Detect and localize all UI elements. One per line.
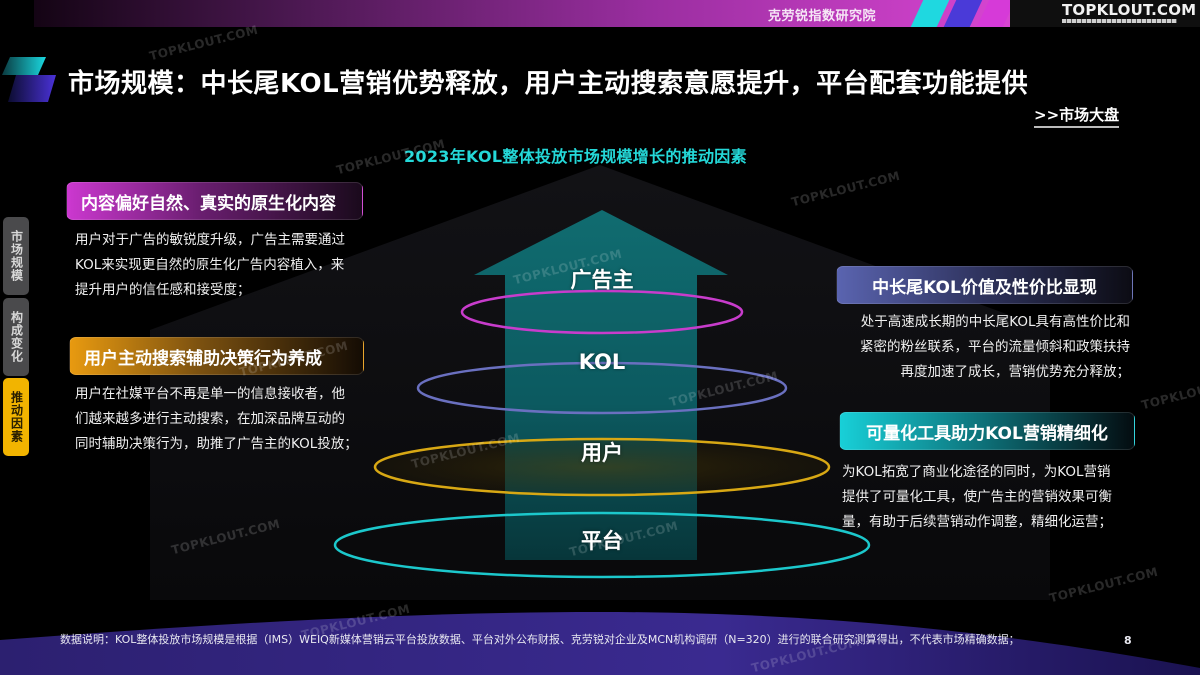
watermark: TOPKLOUT.COM bbox=[169, 516, 282, 558]
watermark: TOPKLOUT.COM bbox=[789, 168, 902, 210]
factor-body-quantifiable-tools: 为KOL拓宽了商业化途径的同时，为KOL营销 提供了可量化工具，使广告主的营销效… bbox=[842, 460, 1112, 535]
logo-subtitle-bar bbox=[1062, 19, 1177, 23]
watermark: TOPKLOUT.COM bbox=[1139, 371, 1200, 413]
side-tab-market-size[interactable]: 市场规模 bbox=[3, 217, 29, 295]
factor-line: 为KOL拓宽了商业化途径的同时，为KOL营销 bbox=[842, 464, 1111, 480]
factor-line: 提升用户的信任感和接受度； bbox=[75, 282, 251, 298]
market-overview-link[interactable]: >>市场大盘 bbox=[1034, 104, 1120, 128]
page-title: 市场规模：中长尾KOL营销优势释放，用户主动搜索意愿提升，平台配套功能提供 bbox=[68, 69, 1029, 99]
factor-line: 量，有助于后续营销动作调整，精细化运营； bbox=[842, 514, 1112, 530]
factor-line: 紧密的粉丝联系，平台的流量倾斜和政策扶持 bbox=[860, 339, 1130, 355]
factor-body-native-content: 用户对于广告的敏锐度升级，广告主需要通过 KOL来实现更自然的原生化广告内容植入… bbox=[75, 228, 345, 303]
diagram-title: 2023年KOL整体投放市场规模增长的推动因素 bbox=[404, 147, 747, 166]
data-source-note: 数据说明：KOL整体投放市场规模是根据（IMS）WEIQ新媒体营销云平台投放数据… bbox=[60, 633, 1020, 646]
top-banner bbox=[34, 0, 1059, 27]
factor-line: 用户对于广告的敏锐度升级，广告主需要通过 bbox=[75, 232, 345, 248]
factor-line: 处于高速成长期的中长尾KOL具有高性价比和 bbox=[860, 314, 1130, 330]
factor-heading-mid-tail-kol: 中长尾KOL价值及性价比显现 bbox=[836, 266, 1133, 304]
factor-line: 同时辅助决策行为，助推了广告主的KOL投放； bbox=[75, 436, 358, 452]
watermark: TOPKLOUT.COM bbox=[147, 22, 260, 64]
watermark: TOPKLOUT.COM bbox=[667, 368, 780, 410]
layer-label-user: 用户 bbox=[581, 441, 623, 465]
watermark: TOPKLOUT.COM bbox=[1047, 564, 1160, 606]
side-tab-driving-factors[interactable]: 推动因素 bbox=[3, 378, 29, 456]
page-number: 8 bbox=[1124, 634, 1132, 647]
factor-line: KOL来实现更自然的原生化广告内容植入，来 bbox=[75, 257, 345, 273]
factor-line: 提供了可量化工具，使广告主的营销效果可衡 bbox=[842, 489, 1112, 505]
factor-line: 们越来越多进行主动搜索，在加深品牌互动的 bbox=[75, 411, 345, 427]
watermark: TOPKLOUT.COM bbox=[409, 430, 522, 472]
factor-line: 再度加速了成长，营销优势充分释放； bbox=[900, 364, 1131, 380]
side-tab-composition-change[interactable]: 构成变化 bbox=[3, 298, 29, 376]
logo: TOPKLOUT.COM bbox=[1062, 1, 1197, 19]
factor-heading-active-search: 用户主动搜索辅助决策行为养成 bbox=[69, 337, 364, 375]
factor-body-mid-tail-kol: 处于高速成长期的中长尾KOL具有高性价比和 紧密的粉丝联系，平台的流量倾斜和政策… bbox=[838, 310, 1130, 385]
layer-label-platform: 平台 bbox=[581, 529, 623, 553]
layer-label-kol: KOL bbox=[578, 350, 626, 374]
factor-heading-quantifiable-tools: 可量化工具助力KOL营销精细化 bbox=[839, 412, 1135, 450]
layer-label-advertiser: 广告主 bbox=[570, 268, 634, 292]
factor-body-active-search: 用户在社媒平台不再是单一的信息接收者，他 们越来越多进行主动搜索，在加深品牌互动… bbox=[75, 382, 358, 457]
institute-name: 克劳锐指数研究院 bbox=[768, 9, 877, 24]
factor-heading-native-content: 内容偏好自然、真实的原生化内容 bbox=[66, 182, 363, 220]
factor-line: 用户在社媒平台不再是单一的信息接收者，他 bbox=[75, 386, 345, 402]
title-parallelogram-icon bbox=[2, 57, 56, 102]
